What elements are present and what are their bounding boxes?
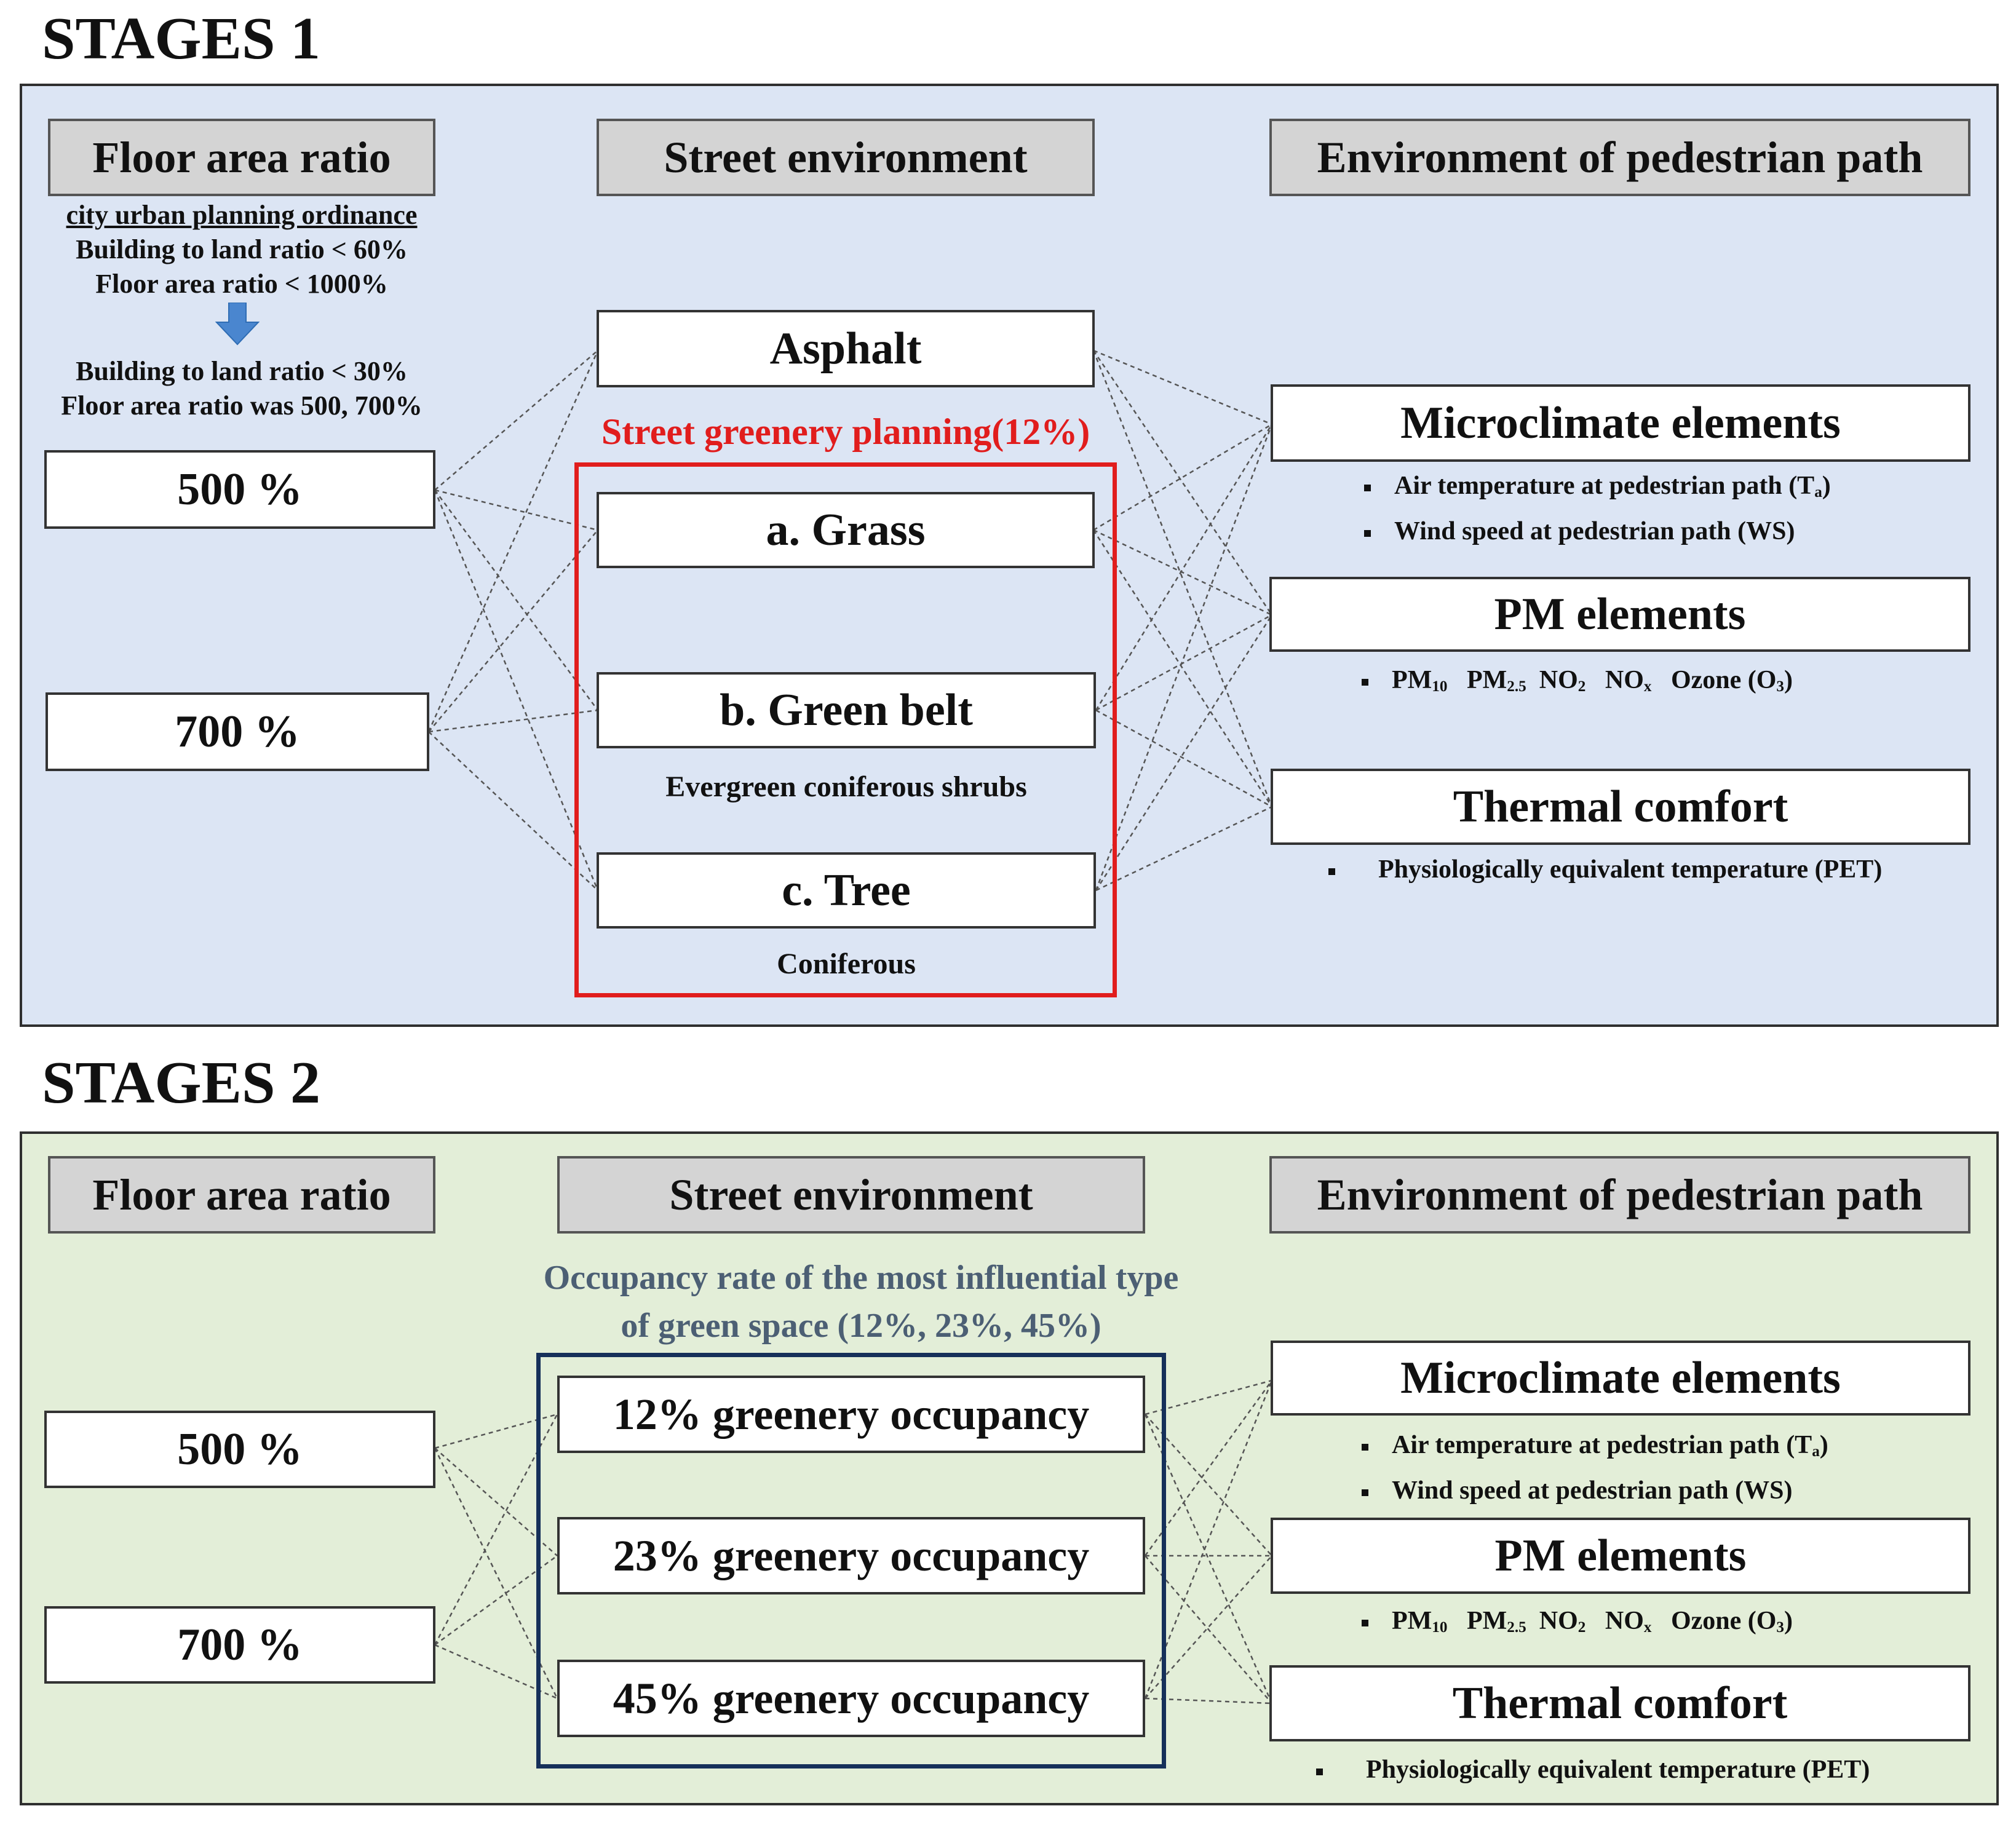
occupancy-12: 12% greenery occupancy bbox=[557, 1376, 1145, 1453]
stage2-pm-elements: PM elements bbox=[1271, 1518, 1970, 1594]
stage1-micro-wind: Wind speed at pedestrian path (WS) bbox=[1364, 517, 1795, 546]
stage1-header-pedestrian: Environment of pedestrian path bbox=[1269, 119, 1970, 196]
ordinance-far-before: Floor area ratio < 1000% bbox=[95, 269, 388, 299]
stage1-header-street: Street environment bbox=[597, 119, 1095, 196]
stage2-micro-wind: Wind speed at pedestrian path (WS) bbox=[1362, 1476, 1793, 1505]
ordinance-bcr-before: Building to land ratio < 60% bbox=[76, 234, 408, 264]
occupancy-23: 23% greenery occupancy bbox=[557, 1517, 1145, 1594]
street-tree: c. Tree bbox=[597, 852, 1096, 929]
green-belt-note: Evergreen coniferous shrubs bbox=[665, 770, 1027, 803]
occupancy-label-line1: Occupancy rate of the most influential t… bbox=[543, 1259, 1179, 1297]
street-grass: a. Grass bbox=[597, 492, 1095, 568]
tree-note: Coniferous bbox=[777, 948, 916, 980]
stage2-microclimate: Microclimate elements bbox=[1271, 1341, 1970, 1416]
street-greenery-planning-label: Street greenery planning(12%) bbox=[601, 411, 1090, 452]
stage1-pm-items: PM10 PM2.5 NO2 NOx Ozone (O3) bbox=[1362, 665, 1793, 695]
stage2-far-500: 500 % bbox=[44, 1411, 435, 1488]
ordinance-far-after: Floor area ratio was 500, 700% bbox=[61, 390, 423, 421]
stage1-title: STAGES 1 bbox=[42, 6, 320, 72]
stage1-thermal-pet: Physiologically equivalent temperature (… bbox=[1328, 855, 1882, 884]
stage2-pm-items: PM10 PM2.5 NO2 NOx Ozone (O3) bbox=[1362, 1606, 1793, 1636]
stage2-far-700: 700 % bbox=[44, 1606, 435, 1684]
occupancy-label-line2: of green space (12%, 23%, 45%) bbox=[621, 1307, 1101, 1345]
street-greenery-planning-frame bbox=[574, 462, 1117, 997]
stage1-pm-elements: PM elements bbox=[1269, 577, 1970, 652]
stage2-header-street: Street environment bbox=[557, 1156, 1145, 1234]
stage1-header-far: Floor area ratio bbox=[48, 119, 435, 196]
ordinance-title: city urban planning ordinance bbox=[66, 200, 418, 230]
down-arrow-icon bbox=[215, 303, 260, 346]
stage1-thermal-comfort: Thermal comfort bbox=[1271, 769, 1970, 845]
stage2-micro-air-temp: Air temperature at pedestrian path (Ta) bbox=[1362, 1430, 1828, 1460]
stage2-header-pedestrian: Environment of pedestrian path bbox=[1269, 1156, 1970, 1234]
stage1-microclimate: Microclimate elements bbox=[1271, 384, 1970, 462]
stage2-thermal-comfort: Thermal comfort bbox=[1269, 1665, 1970, 1741]
stage1-far-500: 500 % bbox=[44, 450, 435, 529]
street-asphalt: Asphalt bbox=[597, 310, 1095, 387]
stage1-far-700: 700 % bbox=[46, 692, 429, 771]
occupancy-45: 45% greenery occupancy bbox=[557, 1660, 1145, 1737]
ordinance-bcr-after: Building to land ratio < 30% bbox=[76, 356, 408, 386]
stage2-title: STAGES 2 bbox=[42, 1050, 320, 1116]
stage2-header-far: Floor area ratio bbox=[48, 1156, 435, 1234]
stage1-micro-air-temp: Air temperature at pedestrian path (Ta) bbox=[1364, 471, 1831, 501]
occupancy-frame bbox=[536, 1353, 1166, 1769]
stage2-thermal-pet: Physiologically equivalent temperature (… bbox=[1316, 1755, 1870, 1784]
street-green-belt: b. Green belt bbox=[597, 672, 1096, 748]
